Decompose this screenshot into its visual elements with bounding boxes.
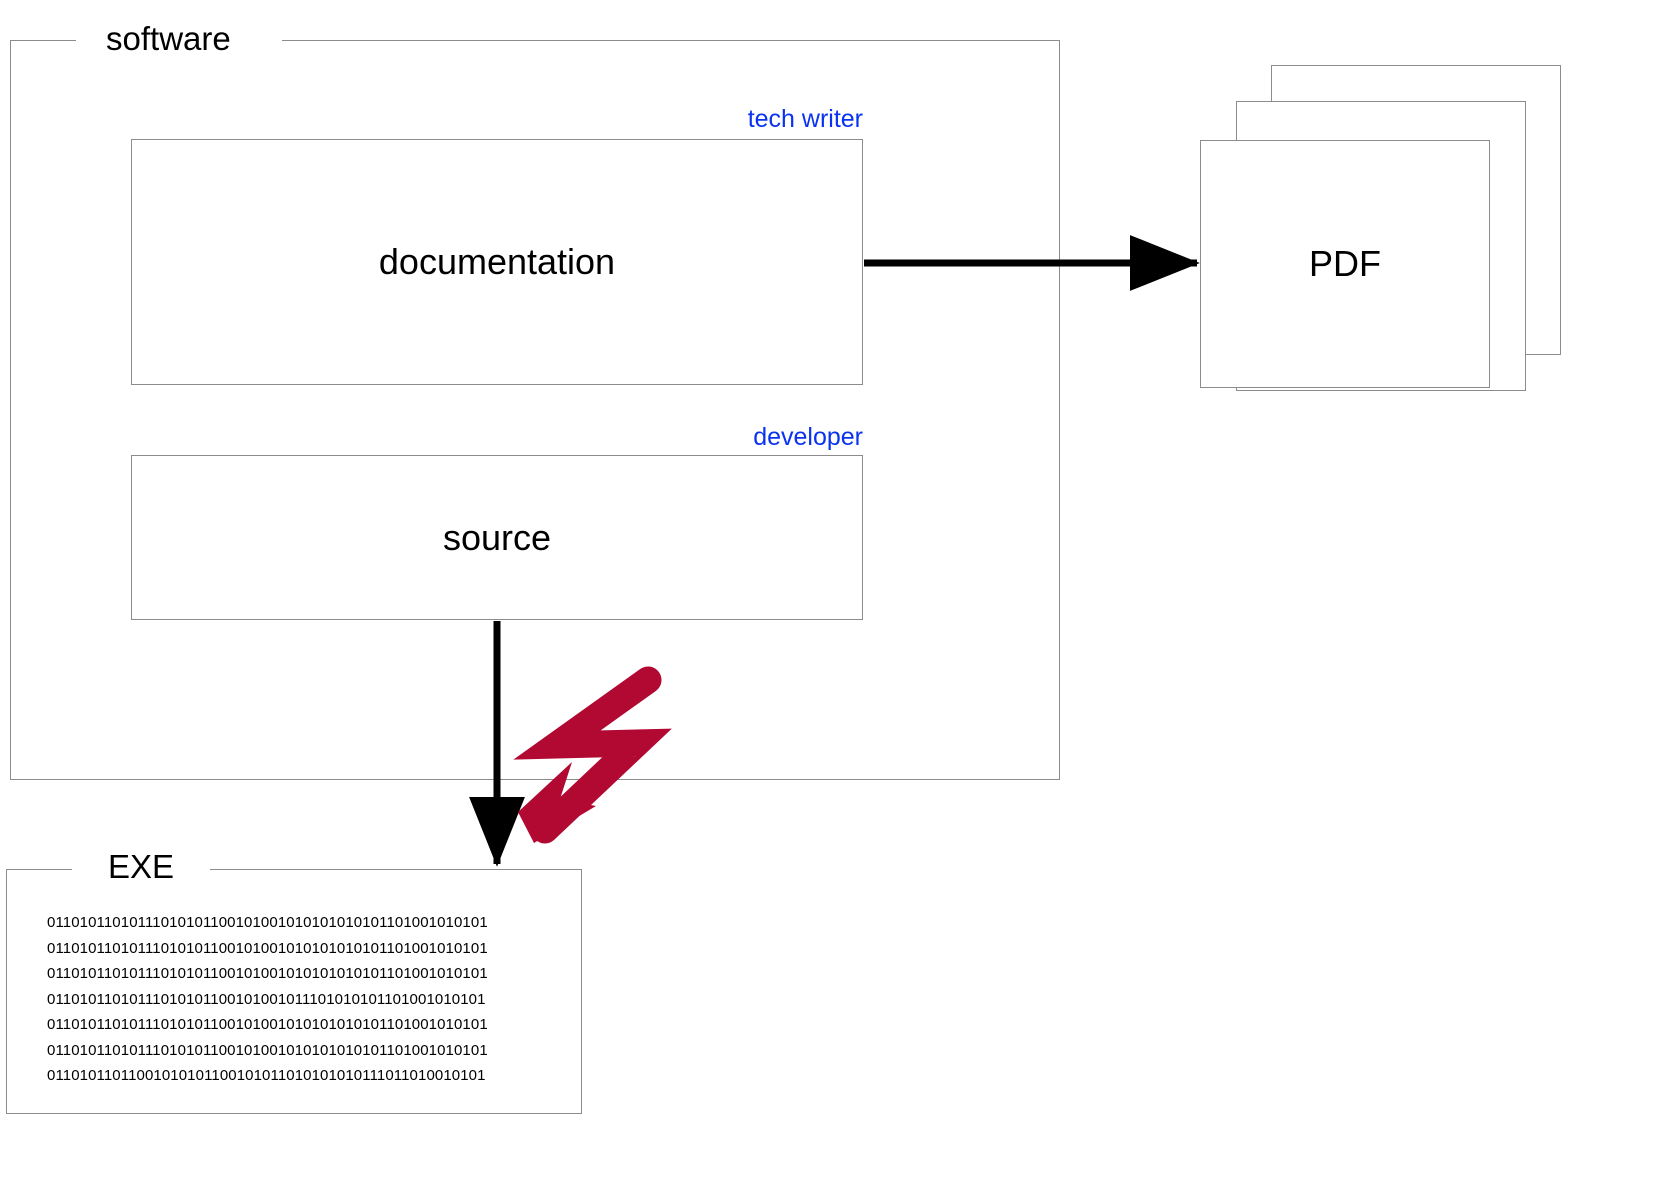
role-label-tech-writer: tech writer	[747, 105, 863, 133]
exe-binary-line: 0110101101100101010110010101101010101011…	[47, 1067, 486, 1084]
pdf-box-front[interactable]: PDF	[1200, 140, 1490, 388]
software-container-top-edge-right	[282, 40, 1060, 41]
software-container-title: software	[94, 22, 243, 55]
exe-container-title: EXE	[96, 850, 187, 883]
pdf-box-label: PDF	[1309, 243, 1381, 285]
exe-container-top-edge-right	[210, 869, 582, 870]
role-label-developer: developer	[753, 423, 863, 451]
exe-container: EXE	[6, 850, 582, 1114]
exe-binary-line: 0110101101011101010110010100101110101010…	[47, 990, 486, 1008]
source-box[interactable]: source	[131, 455, 863, 620]
software-container-left-edge	[10, 40, 11, 780]
software-container-right-edge	[1059, 40, 1060, 780]
exe-binary-line: 0110101101011101010110010100101010101010…	[47, 939, 488, 957]
documentation-box[interactable]: documentation	[131, 139, 863, 385]
exe-container-bottom-edge	[6, 1113, 582, 1114]
exe-binary-line: 0110101101011101010110010100101010101010…	[47, 1016, 488, 1033]
exe-binary-content: 0110101101011101010110010100101010101010…	[47, 910, 567, 1089]
software-container-bottom-edge	[10, 779, 1060, 780]
exe-binary-line: 0110101101011101010110010100101010101010…	[47, 965, 488, 982]
exe-container-left-edge	[6, 869, 7, 1114]
software-container: software	[10, 22, 1060, 780]
exe-container-right-edge	[581, 869, 582, 1114]
source-box-label: source	[442, 516, 552, 558]
exe-container-top-edge-left	[6, 869, 72, 870]
documentation-box-label: documentation	[378, 241, 616, 283]
exe-binary-line: 0110101101011101010110010100101010101010…	[47, 1041, 488, 1059]
exe-binary-line: 0110101101011101010110010100101010101010…	[47, 914, 488, 931]
software-container-top-edge-left	[10, 40, 76, 41]
